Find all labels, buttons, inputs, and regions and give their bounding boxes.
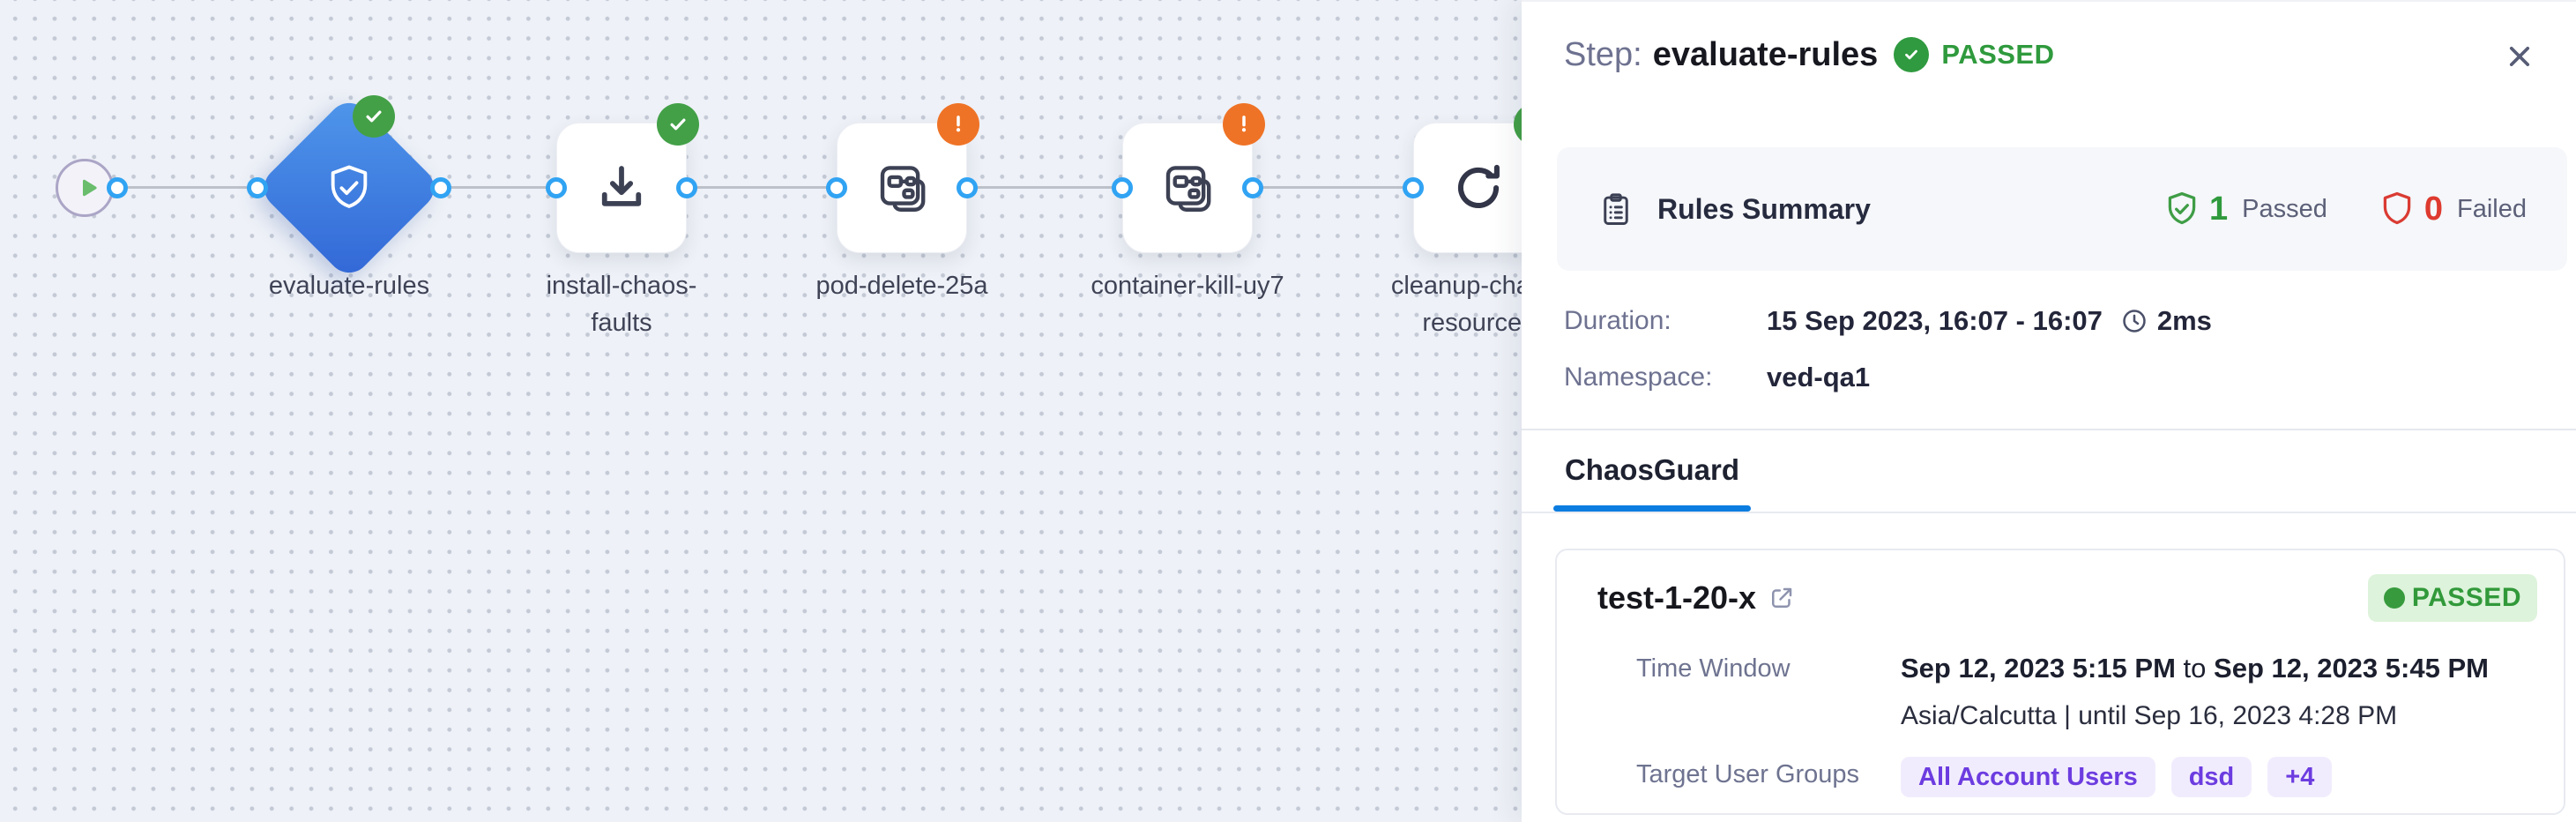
time-window-row: Time Window Sep 12, 2023 5:15 PM to Sep …: [1636, 651, 2537, 734]
rules-failed-stat: 0 Failed: [2377, 189, 2527, 229]
status-warning-badge: [1223, 103, 1265, 146]
active-tab-underline: [1553, 505, 1751, 512]
user-group-pills: All Account Users dsd +4: [1901, 757, 2333, 797]
shield-passed-icon: [2168, 191, 2196, 225]
duration-row: Duration: 15 Sep 2023, 16:07 - 16:07 2ms: [1564, 305, 2537, 337]
node-label: pod-delete-25a: [815, 272, 988, 300]
rules-summary-card: Rules Summary 1 Passed 0 Failed: [1557, 147, 2567, 271]
duration-range: 15 Sep 2023, 16:07 - 16:07: [1767, 305, 2103, 336]
connector-port[interactable]: [1403, 177, 1424, 198]
check-icon: [366, 110, 382, 123]
timezone-line: Asia/Calcutta | until Sep 16, 2023 4:28 …: [1901, 701, 2398, 730]
status-passed-badge: [657, 103, 699, 146]
user-group-pill: All Account Users: [1901, 757, 2155, 797]
rules-passed-stat: 1 Passed: [2162, 189, 2327, 229]
user-group-pill: dsd: [2170, 757, 2252, 797]
tab-chaosguard[interactable]: ChaosGuard: [1564, 453, 1740, 486]
close-icon: [2509, 46, 2530, 67]
passed-check-icon: [1894, 37, 1930, 72]
shield-failed-icon: [2383, 191, 2411, 225]
target-user-groups-label: Target User Groups: [1636, 760, 1860, 788]
status-warning-badge: [937, 103, 979, 146]
passed-count: 1: [2208, 190, 2229, 228]
pipeline-edge: [85, 186, 1522, 189]
connector-port[interactable]: [826, 177, 847, 198]
duration-elapsed: 2ms: [2156, 305, 2212, 336]
play-icon: [82, 179, 97, 197]
step-details-panel: Step: evaluate-rules PASSED Rules Summar…: [1522, 0, 2576, 822]
external-link-icon[interactable]: [1768, 585, 1795, 611]
pipeline-start-node[interactable]: [56, 159, 114, 217]
time-join-word: to: [2183, 653, 2207, 684]
shield-check-icon: [331, 165, 368, 208]
exclamation-icon: [1241, 116, 1247, 132]
chaosguard-card: test-1-20-x PASSED Time Window Sep 12, 2…: [1555, 549, 2565, 815]
rules-summary-title: Rules Summary: [1657, 192, 1871, 225]
status-dot: [2383, 587, 2405, 609]
section-divider: [1522, 429, 2576, 430]
connector-port[interactable]: [546, 177, 567, 198]
check-icon: [670, 118, 686, 131]
duration-value: 15 Sep 2023, 16:07 - 16:07 2ms: [1767, 305, 2212, 337]
chaosguard-title-row: test-1-20-x PASSED: [1597, 573, 2537, 623]
time-window-value: Sep 12, 2023 5:15 PM to Sep 12, 2023 5:4…: [1901, 651, 2489, 734]
time-to: Sep 12, 2023 5:45 PM: [2214, 653, 2489, 684]
node-label: container-kill-uy7: [1091, 272, 1284, 300]
user-group-pill-more[interactable]: +4: [2267, 757, 2333, 797]
clipboard-icon: [1604, 193, 1628, 225]
connector-port[interactable]: [1242, 177, 1263, 198]
target-user-groups-row: Target User Groups All Account Users dsd…: [1636, 757, 2537, 797]
namespace-row: Namespace: ved-qa1: [1564, 362, 2537, 393]
connector-port[interactable]: [957, 177, 978, 198]
step-status-label: PASSED: [1941, 39, 2055, 70]
chaosguard-details: Time Window Sep 12, 2023 5:15 PM to Sep …: [1636, 651, 2537, 797]
status-passed-badge: [353, 95, 395, 138]
close-button[interactable]: [2502, 39, 2537, 74]
node-evaluate-rules[interactable]: [255, 93, 443, 282]
panel-header: Step: evaluate-rules PASSED: [1564, 34, 2479, 76]
rules-summary-counts: 1 Passed 0 Failed: [2162, 189, 2527, 229]
connector-port[interactable]: [676, 177, 697, 198]
node-label: install-chaos-faults: [546, 272, 697, 338]
chaosguard-status-text: PASSED: [2411, 583, 2521, 612]
chaosguard-status-badge: PASSED: [2367, 574, 2537, 622]
node-label: evaluate-rules: [268, 272, 430, 300]
namespace-label: Namespace:: [1564, 362, 1713, 392]
chaos-fault-icon: [1165, 166, 1211, 212]
exclamation-icon: [956, 116, 961, 132]
pipeline-canvas[interactable]: evaluate-rules install-chaos-faults pod-…: [0, 0, 1566, 822]
time-window-range: Sep 12, 2023 5:15 PM to Sep 12, 2023 5:4…: [1901, 651, 2489, 686]
step-name: evaluate-rules: [1652, 35, 1879, 73]
step-prefix-label: Step:: [1564, 35, 1642, 73]
connector-port[interactable]: [107, 177, 128, 198]
tabbar-border: [1522, 512, 2576, 513]
passed-word: Passed: [2242, 194, 2327, 223]
failed-count: 0: [2423, 190, 2443, 228]
failed-word: Failed: [2457, 194, 2527, 223]
chaos-fault-icon: [880, 166, 926, 212]
chaosguard-name-link[interactable]: test-1-20-x: [1597, 579, 1757, 616]
duration-label: Duration:: [1564, 306, 1671, 335]
time-from: Sep 12, 2023 5:15 PM: [1901, 653, 2176, 684]
clock-icon: [2123, 310, 2146, 333]
refresh-icon: [1457, 164, 1500, 208]
connector-port[interactable]: [1112, 177, 1133, 198]
connector-port[interactable]: [430, 177, 451, 198]
download-icon: [601, 166, 642, 206]
connector-port[interactable]: [247, 177, 268, 198]
time-window-label: Time Window: [1636, 654, 1791, 683]
namespace-value: ved-qa1: [1767, 362, 1871, 392]
